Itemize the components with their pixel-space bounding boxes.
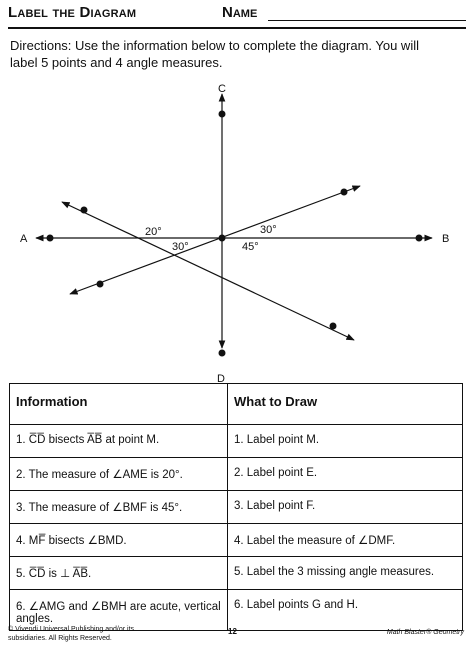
label-b: B (442, 233, 449, 245)
header-information: Information (9, 383, 228, 425)
angle-label-1: 20° (145, 226, 162, 238)
label-a: A (20, 233, 28, 245)
point-lower-right (329, 322, 337, 330)
point-c (218, 110, 226, 118)
point-upper-left (80, 206, 88, 214)
draw-cell: 5. Label the 3 missing angle measures. (227, 556, 463, 590)
table-row: 4. MF̅ bisects ∠BMD. 4. Label the measur… (9, 523, 463, 557)
info-cell: 6. ∠AMG and ∠BMH are acute, vertical ang… (9, 589, 228, 631)
angle-label-4: 45° (242, 241, 259, 253)
point-a (46, 234, 54, 242)
footer-book-title: Math Blaster® Geometry (386, 629, 464, 636)
footer-copyright: © Vivendi Universal Publishing and/or it… (8, 626, 135, 642)
info-cell: 2. The measure of ∠AME is 20°. (9, 457, 228, 491)
angle-label-2: 30° (260, 224, 277, 236)
name-label: Name (222, 4, 258, 21)
info-table-container: Information What to Draw 1. C̅D̅ bisects… (9, 383, 463, 631)
draw-cell: 2. Label point E. (227, 457, 463, 491)
page-title: Label the Diagram (8, 4, 137, 21)
info-cell: 5. C̅D̅ is ⊥ A̅B̅. (9, 556, 228, 590)
label-d: D (217, 373, 225, 382)
line-gh (61, 201, 355, 341)
table-row: 2. The measure of ∠AME is 20°. 2. Label … (9, 457, 463, 491)
footer-page-number: 12 (228, 627, 237, 636)
header-divider (8, 27, 466, 29)
draw-cell: 3. Label point F. (227, 490, 463, 524)
info-cell: 1. C̅D̅ bisects A̅B̅ at point M. (9, 424, 228, 458)
point-lower-left (96, 280, 104, 288)
draw-cell: 1. Label point M. (227, 424, 463, 458)
table-row: 1. C̅D̅ bisects A̅B̅ at point M. 1. Labe… (9, 424, 463, 458)
name-blank-line[interactable] (268, 20, 466, 21)
point-b (415, 234, 423, 242)
table-row: 5. C̅D̅ is ⊥ A̅B̅. 5. Label the 3 missin… (9, 556, 463, 590)
draw-cell: 4. Label the measure of ∠DMF. (227, 523, 463, 557)
header-what-to-draw: What to Draw (227, 383, 463, 425)
point-upper-right (340, 188, 348, 196)
table-row: 3. The measure of ∠BMF is 45°. 3. Label … (9, 490, 463, 524)
table-row: 6. ∠AMG and ∠BMH are acute, vertical ang… (9, 589, 463, 631)
info-cell: 4. MF̅ bisects ∠BMD. (9, 523, 228, 557)
directions-text: Directions: Use the information below to… (10, 38, 419, 70)
label-c: C (218, 83, 226, 95)
info-table: Information What to Draw 1. C̅D̅ bisects… (9, 383, 463, 631)
point-d (218, 349, 226, 357)
info-cell: 3. The measure of ∠BMF is 45°. (9, 490, 228, 524)
page-header: Label the Diagram Name (8, 4, 466, 26)
table-header-row: Information What to Draw (9, 383, 463, 425)
angle-label-3: 30° (172, 241, 189, 253)
line-ef (69, 185, 361, 295)
angle-diagram: C A B D 20° 30° 30° 45° (20, 83, 449, 382)
point-m (218, 234, 226, 242)
draw-cell: 6. Label points G and H. (227, 589, 463, 631)
